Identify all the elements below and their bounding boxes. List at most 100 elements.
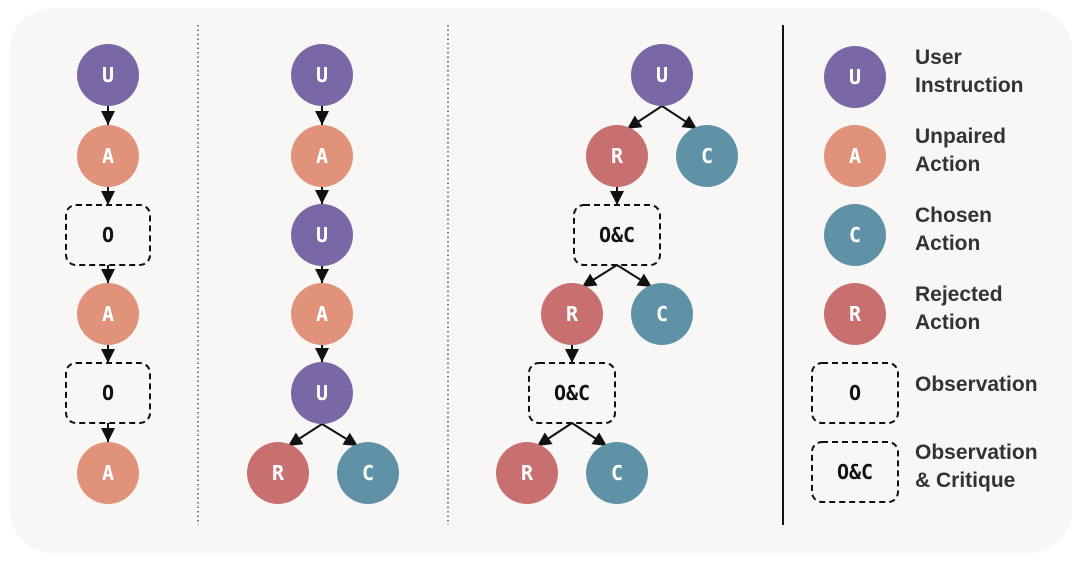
col1-node-2-unpaired-circle <box>77 125 139 187</box>
col2-node-3-user: U <box>291 204 353 266</box>
col3-rejected-3: R <box>496 442 558 504</box>
legend-observation-critique-swatch: O&C <box>811 441 899 503</box>
legend-observation-critique-text-line-1: Observation <box>915 441 1038 464</box>
col1-node-4-unpaired-circle <box>77 283 139 345</box>
col2-node-2-unpaired-circle <box>291 125 353 187</box>
col2-node-rejected-label: R <box>272 461 285 485</box>
legend-chosen-text-line-2: Action <box>915 232 980 255</box>
col1-node-6-unpaired-label: A <box>102 461 114 485</box>
legend-observation-text-line-1: Observation <box>915 373 1038 396</box>
col2-node-4-unpaired-circle <box>291 283 353 345</box>
col2-node-2-unpaired-label: A <box>316 144 328 168</box>
col3-rejected-1-label: R <box>611 144 624 168</box>
col2-node-3-user-circle <box>291 204 353 266</box>
col1-node-1-user: U <box>77 44 139 106</box>
col3-fork-2-right <box>616 264 653 288</box>
legend-user-text-line-2: Instruction <box>915 74 1024 97</box>
col3-oc-1-label: O&C <box>599 223 635 247</box>
col2-node-5-user: U <box>291 362 353 424</box>
legend-chosen-swatch-label: C <box>849 223 861 247</box>
col1-node-6-unpaired-circle <box>77 442 139 504</box>
col3-fork-1-right <box>661 105 698 130</box>
col2-node-1-user-label: U <box>316 63 328 87</box>
legend-rejected-swatch-circle <box>824 283 886 345</box>
col1-node-2-unpaired: A <box>77 125 139 187</box>
legend-chosen-swatch-circle <box>824 204 886 266</box>
col3-rejected-1: R <box>586 125 648 187</box>
legend-observation-critique-text-line-2: & Critique <box>915 469 1015 492</box>
col1-node-3-observation-border <box>65 204 151 266</box>
col3-rejected-2-label: R <box>566 302 579 326</box>
col2-node-3-user-label: U <box>316 223 328 247</box>
col1-node-5-observation-label: O <box>102 381 114 405</box>
col3-rejected-2: R <box>541 283 603 345</box>
col1-node-1-user-label: U <box>102 63 114 87</box>
col3-oc-2-label: O&C <box>554 381 590 405</box>
col1-node-3-observation-label: O <box>102 223 114 247</box>
legend-observation-swatch: O <box>811 362 899 424</box>
col2-node-rejected: R <box>247 442 309 504</box>
legend-rejected-text-line-2: Action <box>915 311 980 334</box>
legend-unpaired-text-line-1: Unpaired <box>915 125 1006 148</box>
col3-chosen-3: C <box>586 442 648 504</box>
legend-observation-critique-swatch-border <box>811 441 899 503</box>
col3-chosen-2-label: C <box>656 302 668 326</box>
col3-oc-1: O&C <box>573 204 661 266</box>
col3-chosen-2: C <box>631 283 693 345</box>
nodes-layer: U A O A O A U A U A U R C U R C O&C R C O&C R C <box>65 44 738 504</box>
col3-chosen-1-circle <box>676 125 738 187</box>
legend-user-swatch: U <box>824 46 886 108</box>
col3-rejected-3-label: R <box>521 461 534 485</box>
legend-rejected-swatch-label: R <box>849 302 862 326</box>
col3-fork-3-right <box>571 422 608 447</box>
col3-oc-2-border <box>528 362 616 424</box>
col3-rejected-3-circle <box>496 442 558 504</box>
col3-fork-1-left <box>626 105 663 130</box>
legend-chosen-swatch: C <box>824 204 886 266</box>
col2-fork-right <box>321 423 359 447</box>
col3-user: U <box>631 44 693 106</box>
legend-user-swatch-label: U <box>849 65 861 89</box>
col1-node-3-observation: O <box>65 204 151 266</box>
legend-observation-critique: O&C Observation & Critique <box>811 441 1038 503</box>
col1-node-1-user-circle <box>77 44 139 106</box>
col3-chosen-1: C <box>676 125 738 187</box>
legend-unpaired-swatch-circle <box>824 125 886 187</box>
col3-fork-3-left <box>536 422 573 447</box>
col2-node-rejected-circle <box>247 442 309 504</box>
col2-node-5-user-circle <box>291 362 353 424</box>
col3-chosen-3-circle <box>586 442 648 504</box>
legend-unpaired-text-line-2: Action <box>915 153 980 176</box>
col3-user-circle <box>631 44 693 106</box>
legend-unpaired-swatch: A <box>824 125 886 187</box>
col3-rejected-2-circle <box>541 283 603 345</box>
col2-node-chosen-label: C <box>362 461 374 485</box>
col3-chosen-3-label: C <box>611 461 623 485</box>
col1-node-4-unpaired-label: A <box>102 302 114 326</box>
col3-chosen-1-label: C <box>701 144 713 168</box>
col2-node-chosen: C <box>337 442 399 504</box>
legend-user-text-line-1: User <box>915 46 962 69</box>
col1-node-5-observation-border <box>65 362 151 424</box>
legend: UUserInstructionAUnpairedActionCChosenAc… <box>811 46 1038 503</box>
legend-user-swatch-circle <box>824 46 886 108</box>
col2-node-4-unpaired-label: A <box>316 302 328 326</box>
col3-chosen-2-circle <box>631 283 693 345</box>
col2-node-chosen-circle <box>337 442 399 504</box>
legend-rejected-text-line-1: Rejected <box>915 283 1003 306</box>
col2-node-1-user: U <box>291 44 353 106</box>
legend-rejected-swatch: R <box>824 283 886 345</box>
legend-observation-swatch-label: O <box>849 381 861 405</box>
col2-node-4-unpaired: A <box>291 283 353 345</box>
legend-observation: O Observation <box>811 362 1038 424</box>
col3-user-label: U <box>656 63 668 87</box>
col3-fork-2-left <box>581 264 618 288</box>
legend-observation-critique-swatch-label: O&C <box>837 460 873 484</box>
legend-unpaired-swatch-label: A <box>849 144 861 168</box>
legend-chosen-text-line-1: Chosen <box>915 204 992 227</box>
col2-node-2-unpaired: A <box>291 125 353 187</box>
